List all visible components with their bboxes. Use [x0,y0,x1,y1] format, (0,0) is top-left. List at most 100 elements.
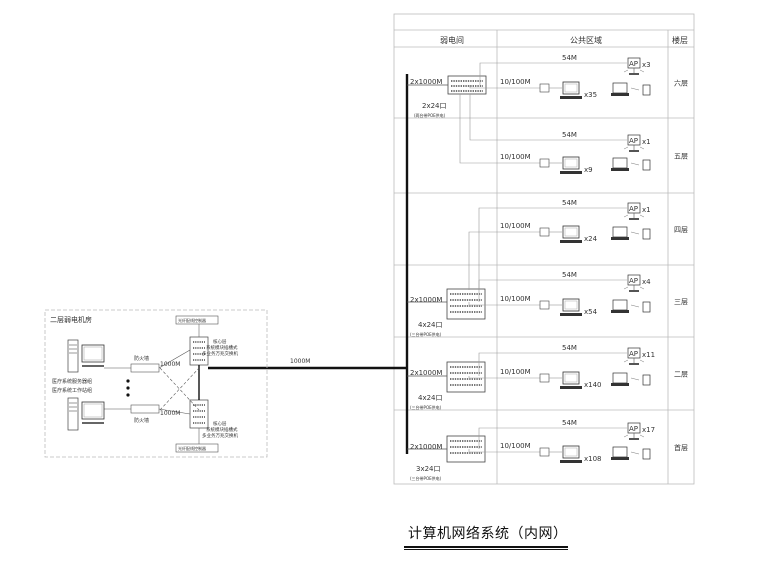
core-top-line2: 系统模块插槽式 [206,344,238,351]
workstation-group-label: 医疗系统工作站组 [52,387,92,394]
link-top-label: 1000M [160,361,180,368]
pc-icon [560,81,582,99]
wifi-link [478,279,627,302]
pc-count-label: x140 [584,381,602,389]
laptop-icon [611,226,629,240]
lan-speed-label: 10/100M [500,442,531,450]
floor-table [393,13,695,485]
ap-icon: AP [623,347,645,365]
switch-2f-note: (三台带POE供电) [410,404,442,410]
outlet-icon [539,300,550,310]
core-bottom-line2: 系统模块插槽式 [206,426,238,433]
ap-count-label: x11 [642,351,655,359]
floor-name-label: 五层 [674,153,688,161]
floor-row: AP [468,347,651,389]
lan-link [468,302,540,306]
core-bottom-line1: 核心层 [213,420,227,427]
title-underline [404,546,568,548]
ap-count-label: x3 [642,61,651,69]
ap-icon: AP [623,57,645,75]
ap-label: AP [629,350,638,358]
lan-speed-label: 10/100M [500,153,531,161]
wifi-speed-label: 54M [562,54,577,62]
ap-count-label: x1 [642,206,651,214]
ap-icon: AP [623,422,645,440]
phone-icon [642,448,651,460]
phone-icon [642,159,651,171]
lan-link [468,231,540,290]
lan-link [468,449,540,453]
ap-icon: AP [623,202,645,220]
ap-count-label: x1 [642,138,651,146]
phone-icon [642,374,651,386]
floor-name-label: 六层 [674,79,688,88]
wifi-speed-label: 54M [562,344,577,352]
wifi-speed-label: 54M [562,131,577,139]
switch-3f-uplink: 2x1000M [410,296,442,304]
floor-row: AP [468,202,651,290]
lan-speed-label: 10/100M [500,368,531,376]
pc-count-label: x54 [584,308,598,316]
pc-icon [560,156,582,174]
pc-icon [560,371,582,389]
outlet-icon [539,373,550,383]
machine-room-title: 二层弱电机房 [50,315,92,324]
fiber-controller-top: 光纤配线控制器 [178,317,206,323]
workstation-icon [67,397,105,431]
backbone-label: 1000M [290,358,310,365]
ap-label: AP [629,425,638,433]
machine-room [44,309,268,458]
ap-label: AP [629,277,638,285]
pc-count-label: x9 [584,166,593,174]
switch-stack-1f [407,435,486,463]
pc-count-label: x35 [584,91,597,99]
floor-name-label: 四层 [674,226,688,234]
ap-label: AP [629,60,638,68]
floor-rows: AP 54M 10/100M x35 x3 六层 AP 54M 10/100M x9 x1 五层 AP 5… [459,54,688,463]
wifi-link [478,207,627,290]
floor-name-label: 首层 [674,443,688,452]
floor-name-label: 三层 [674,298,688,306]
wifi-link [478,427,627,449]
wifi-speed-label: 54M [562,419,577,427]
wifi-link [479,62,627,85]
laptop-icon [611,446,629,460]
outlet-icon [539,227,550,237]
lan-speed-label: 10/100M [500,222,531,230]
wifi-speed-label: 54M [562,199,577,207]
switch-3f-note: (三台带POE供电) [410,331,442,337]
switch-1f-note: (三台带POE供电) [410,475,442,481]
pc-icon [560,225,582,243]
switch-2f-ports: 4x24口 [418,394,443,402]
pc-count-label: x24 [584,235,598,243]
ap-icon: AP [623,274,645,292]
lan-link [469,85,540,89]
col-floor-header: 楼层 [672,35,688,45]
server-group-label: 医疗系统服务器组 [52,378,92,385]
lan-link [468,376,540,379]
pc-icon [560,445,582,463]
floor-row: AP [468,274,651,316]
ap-count-label: x17 [642,426,655,434]
laptop-icon [611,372,629,386]
pc-count-label: x108 [584,455,602,463]
laptop-icon [611,299,629,313]
switch-2f-uplink: 2x1000M [410,369,442,377]
switch-stack-3f [407,288,486,320]
core-top-line1: 核心层 [213,338,227,345]
firewall-top-label: 防火墙 [134,355,149,362]
switch-3f-ports: 4x24口 [418,321,443,329]
link-bottom-label: 1000M [160,410,180,417]
diagram-title: 计算机网络系统（内网） [408,526,568,542]
ap-label: AP [629,205,638,213]
switch-1f-uplink: 2x1000M [410,443,442,451]
server-icon [67,339,105,373]
outlet-icon [539,158,550,168]
ap-label: AP [629,137,638,145]
col-weak-room-header: 弱电间 [440,35,464,45]
laptop-icon [611,82,629,96]
floor-row: AP [459,94,651,174]
switch-stack-6f [407,75,487,95]
pc-icon [560,298,582,316]
